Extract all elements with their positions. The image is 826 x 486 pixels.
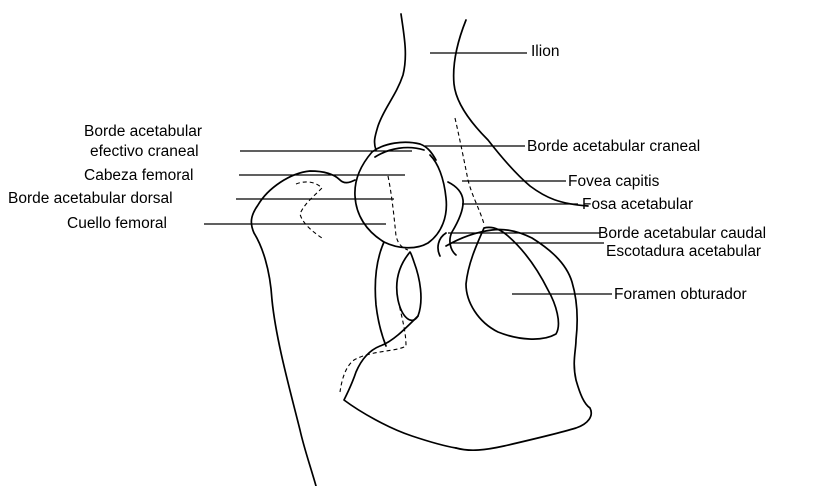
ilium-dashed: [455, 118, 484, 224]
label-cabeza-femoral: Cabeza femoral: [84, 167, 193, 184]
pubis-right-outline: [446, 229, 591, 450]
ischium-dashed: [340, 300, 406, 392]
label-fosa-acetabular: Fosa acetabular: [582, 196, 693, 213]
label-borde-dorsal: Borde acetabular dorsal: [8, 190, 173, 207]
label-borde-efectivo-line1: Borde acetabular: [84, 123, 202, 140]
label-borde-caudal: Borde acetabular caudal: [598, 225, 766, 242]
greater-trochanter-dashed: [296, 182, 322, 238]
ischial-ring-outline: [397, 252, 421, 320]
label-borde-efectivo-line2: efectivo craneal: [90, 143, 199, 160]
label-foramen: Foramen obturador: [614, 286, 747, 303]
femur-medial-outline: [375, 242, 386, 346]
label-ilion: Ilion: [531, 43, 559, 60]
obturator-foramen-outline: [466, 227, 558, 339]
label-escotadura: Escotadura acetabular: [606, 243, 761, 260]
ilium-left-outline: [375, 14, 406, 150]
acetabular-rim-arc-inner: [375, 148, 424, 157]
ischium-lower-outline: [344, 316, 456, 448]
dorsal-rim-dashed: [388, 176, 408, 250]
fovea-hook: [438, 233, 446, 256]
greater-trochanter-outline: [251, 171, 355, 486]
femoral-head-outline: [355, 152, 446, 248]
label-borde-craneal: Borde acetabular craneal: [527, 138, 700, 155]
label-fovea-capitis: Fovea capitis: [568, 173, 660, 190]
label-cuello-femoral: Cuello femoral: [67, 215, 167, 232]
